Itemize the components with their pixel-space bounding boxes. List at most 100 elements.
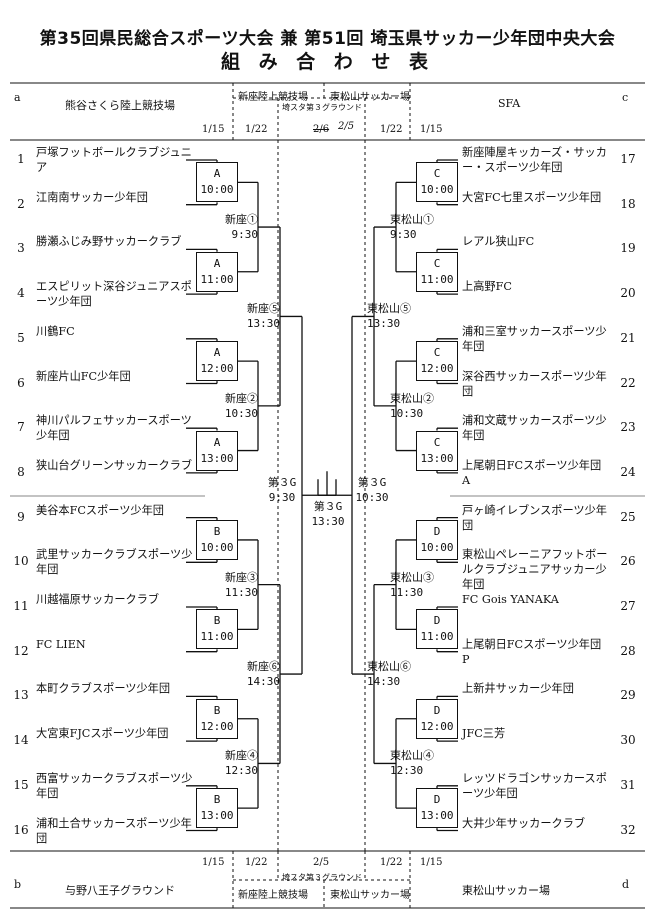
team-name: 勝瀬ふじみ野サッカークラブ — [36, 235, 182, 249]
top-date-r2: 1/22 — [380, 124, 403, 135]
bottom-date-center: 2/5 — [313, 857, 330, 868]
team-name: 西富サッカークラブスポーツ少年団 — [36, 771, 193, 800]
team-number: 3 — [17, 241, 25, 256]
team-number: 4 — [17, 286, 25, 301]
team-name: 新座陣屋キッカーズ・サッカー・スポーツ少年団 — [462, 146, 607, 174]
team-number: 9 — [17, 509, 25, 524]
match-field: A — [213, 435, 221, 449]
team-number: 20 — [620, 286, 636, 301]
team-number: 12 — [13, 643, 29, 658]
round-label-time: 9:30 — [390, 228, 417, 242]
round-label-time: 12:30 — [390, 764, 424, 778]
team-number: 11 — [13, 599, 29, 613]
round-label-time: 14:30 — [246, 675, 280, 689]
round-label-time: 13:30 — [311, 515, 345, 529]
team-name: 江南南サッカー少年団 — [36, 190, 148, 204]
match-time: 13:00 — [200, 809, 234, 823]
corner-label-d: d — [622, 878, 630, 891]
round-label-name: 新座② — [225, 391, 258, 405]
round-label-name: 第３G — [313, 500, 343, 514]
team-name: 新座片山FC少年団 — [36, 369, 131, 383]
match-time: 11:00 — [200, 630, 234, 644]
match-field: C — [433, 167, 441, 181]
match-time: 11:00 — [420, 272, 454, 286]
team-number: 7 — [17, 420, 25, 435]
match-field: B — [213, 524, 221, 538]
round-label-name: 東松山① — [390, 213, 434, 227]
team-name: 上高野FC — [462, 280, 512, 294]
match-time: 13:00 — [420, 451, 454, 465]
round-label-name: 東松山④ — [390, 749, 434, 763]
match-time: 10:00 — [200, 540, 234, 554]
team-number: 24 — [620, 464, 636, 479]
team-name: 戸ヶ崎イレブンスポーツ少年団 — [462, 503, 607, 532]
match-field: C — [433, 435, 441, 449]
team-name: JFC三芳 — [462, 727, 506, 741]
round-label-time: 9:30 — [268, 491, 296, 505]
bottom-center-right-venue: 東松山サッカー場 — [330, 890, 410, 901]
team-name: 浦和土合サッカースポーツ少年団 — [36, 816, 192, 845]
match-time: 13:00 — [200, 451, 234, 465]
team-number: 26 — [620, 554, 636, 569]
team-number: 27 — [620, 599, 636, 613]
match-time: 12:00 — [200, 362, 234, 376]
top-date-l2: 1/22 — [245, 124, 268, 135]
team-number: 32 — [620, 822, 636, 837]
match-box: C 10:00 — [416, 162, 458, 203]
round-label-time: 13:30 — [367, 317, 401, 331]
team-number: 8 — [17, 464, 25, 479]
round-label-name: 東松山③ — [390, 570, 434, 584]
match-time: 12:00 — [420, 719, 454, 733]
top-center-left-venue: 新座陸上競技場 — [238, 92, 308, 103]
team-name: 浦和文蔵サッカースポーツ少年団 — [462, 414, 607, 443]
top-date-center-fix: 2/5 — [338, 121, 355, 132]
round-label-time: 13:30 — [246, 317, 280, 331]
team-number: 10 — [13, 554, 29, 569]
bottom-date-l2: 1/22 — [245, 857, 268, 868]
top-right-venue: SFA — [498, 97, 521, 110]
bottom-date-r2: 1/22 — [380, 857, 403, 868]
team-name: 美谷本FCスポーツ少年団 — [36, 503, 164, 517]
team-number: 13 — [13, 688, 29, 703]
team-name: 東松山ペレーニアフットボールクラブジュニアサッカー少年団 — [462, 548, 608, 592]
team-name: 深谷西サッカースポーツ少年団 — [462, 369, 607, 398]
team-number: 25 — [620, 509, 636, 524]
team-number: 23 — [620, 420, 636, 435]
team-number: 21 — [620, 330, 636, 345]
match-field: B — [213, 703, 221, 717]
round-label-name: 新座⑥ — [247, 660, 280, 674]
match-box: C 11:00 — [416, 251, 458, 292]
team-name: 浦和三室サッカースポーツ少年団 — [462, 324, 607, 353]
team-number: 19 — [620, 241, 636, 256]
corner-label-c: c — [622, 91, 629, 104]
match-field: C — [433, 256, 441, 270]
match-time: 11:00 — [200, 272, 234, 286]
match-time: 12:00 — [200, 719, 234, 733]
top-date-l1: 1/15 — [202, 124, 225, 135]
team-number: 22 — [620, 375, 636, 390]
bottom-right-venue: 東松山サッカー場 — [462, 884, 550, 897]
round-label-time: 12:30 — [224, 764, 258, 778]
match-box: A 13:00 — [196, 430, 238, 471]
match-time: 10:00 — [420, 183, 454, 197]
round-label-time: 10:30 — [355, 491, 389, 505]
round-label-name: 新座① — [225, 213, 258, 227]
round-label-time: 10:30 — [224, 406, 258, 420]
page-subtitle: 組 み 合 わ せ 表 — [220, 51, 435, 73]
match-field: C — [433, 346, 441, 360]
round-label-time: 11:30 — [224, 585, 258, 599]
